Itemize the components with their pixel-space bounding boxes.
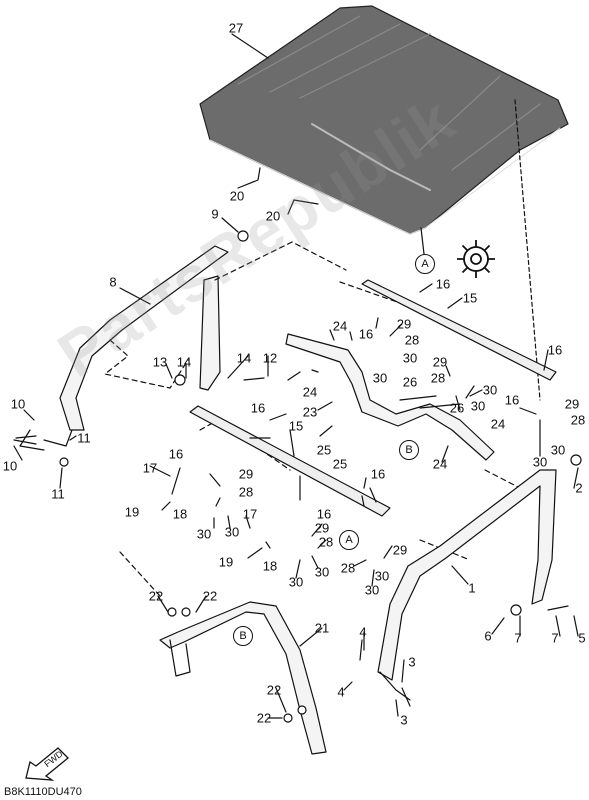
part-number: 17 xyxy=(242,506,258,522)
part-number: 26 xyxy=(402,374,418,390)
part-number: 30 xyxy=(364,582,380,598)
part-number: 29 xyxy=(564,396,580,412)
part-number: 30 xyxy=(224,524,240,540)
part-number: 1 xyxy=(468,580,476,596)
part-number: 18 xyxy=(172,506,188,522)
part-number: 24 xyxy=(302,384,318,400)
part-number: 14 xyxy=(176,354,192,370)
part-number: 30 xyxy=(314,564,330,580)
part-number: 13 xyxy=(152,354,168,370)
mid-bar xyxy=(285,333,495,461)
part-number: 28 xyxy=(570,412,586,428)
part-number: 3 xyxy=(408,654,416,670)
part-number: 10 xyxy=(10,396,26,412)
part-number: 9 xyxy=(211,206,219,222)
ref-b-lowerbar: B xyxy=(233,626,253,646)
pillar-right xyxy=(377,469,557,681)
crossbar-rear xyxy=(361,279,557,381)
ref-a-bracket: A xyxy=(339,530,359,550)
support-left xyxy=(199,275,221,391)
part-number: 22 xyxy=(202,588,218,604)
part-number: 14 xyxy=(236,350,252,366)
part-number: 16 xyxy=(358,326,374,342)
part-number: 16 xyxy=(547,342,563,358)
part-number: 5 xyxy=(578,630,586,646)
gear-icon xyxy=(457,240,495,278)
part-number: 15 xyxy=(462,290,478,306)
part-number: 28 xyxy=(404,332,420,348)
part-number: 15 xyxy=(288,418,304,434)
part-number: 29 xyxy=(238,466,254,482)
part-number: 30 xyxy=(402,350,418,366)
part-number: 12 xyxy=(262,350,278,366)
part-number: 8 xyxy=(109,274,117,290)
part-number: 4 xyxy=(359,624,367,640)
ref-b-midbar: B xyxy=(399,440,419,460)
part-number: 16 xyxy=(250,400,266,416)
part-number: 16 xyxy=(168,446,184,462)
pillar-left xyxy=(59,245,229,431)
part-number: 24 xyxy=(490,416,506,432)
part-number: 16 xyxy=(316,506,332,522)
part-number: 29 xyxy=(432,354,448,370)
part-number: 20 xyxy=(265,208,281,224)
part-number: 30 xyxy=(482,382,498,398)
part-number: 30 xyxy=(374,568,390,584)
part-number: 22 xyxy=(256,710,272,726)
ref-a-roof: A xyxy=(415,254,435,274)
part-number: 29 xyxy=(392,542,408,558)
part-number: 30 xyxy=(470,398,486,414)
part-number: 21 xyxy=(314,620,330,636)
part-number: 26 xyxy=(449,400,465,416)
part-number: 4 xyxy=(337,684,345,700)
part-number: 10 xyxy=(2,458,18,474)
part-number: 3 xyxy=(400,712,408,728)
part-number: 22 xyxy=(266,682,282,698)
part-number: 11 xyxy=(77,430,91,446)
part-number: 27 xyxy=(228,20,244,36)
fwd-arrow-icon: FWD xyxy=(25,747,69,781)
part-number: 19 xyxy=(124,504,140,520)
part-number: 23 xyxy=(302,404,318,420)
part-number: 19 xyxy=(218,554,234,570)
part-number: 7 xyxy=(551,630,559,646)
part-number: 30 xyxy=(532,454,548,470)
part-number: 16 xyxy=(435,276,451,292)
part-number: 30 xyxy=(288,574,304,590)
part-number: 28 xyxy=(430,370,446,386)
crossbar-front xyxy=(189,405,391,517)
part-number: 17 xyxy=(142,460,158,476)
part-number: 6 xyxy=(484,628,492,644)
part-number: 29 xyxy=(314,520,330,536)
part-number: 24 xyxy=(432,456,448,472)
part-number: 24 xyxy=(332,318,348,334)
part-number: 28 xyxy=(340,560,356,576)
part-number: 28 xyxy=(238,484,254,500)
part-number: 28 xyxy=(318,534,334,550)
drawing-code: B8K1110DU470 xyxy=(4,786,82,798)
part-number: 11 xyxy=(51,486,65,502)
part-number: 30 xyxy=(372,370,388,386)
part-number: 16 xyxy=(370,466,386,482)
part-number: 25 xyxy=(332,456,348,472)
part-number: 25 xyxy=(316,442,332,458)
part-number: 16 xyxy=(504,392,520,408)
part-number: 18 xyxy=(262,558,278,574)
part-number: 20 xyxy=(229,188,245,204)
part-number: 30 xyxy=(196,526,212,542)
part-number: 29 xyxy=(396,316,412,332)
part-number: 22 xyxy=(148,588,164,604)
part-number: 7 xyxy=(514,630,522,646)
part-number: 30 xyxy=(550,442,566,458)
lower-bar xyxy=(159,601,327,755)
part-number: 2 xyxy=(575,480,583,496)
